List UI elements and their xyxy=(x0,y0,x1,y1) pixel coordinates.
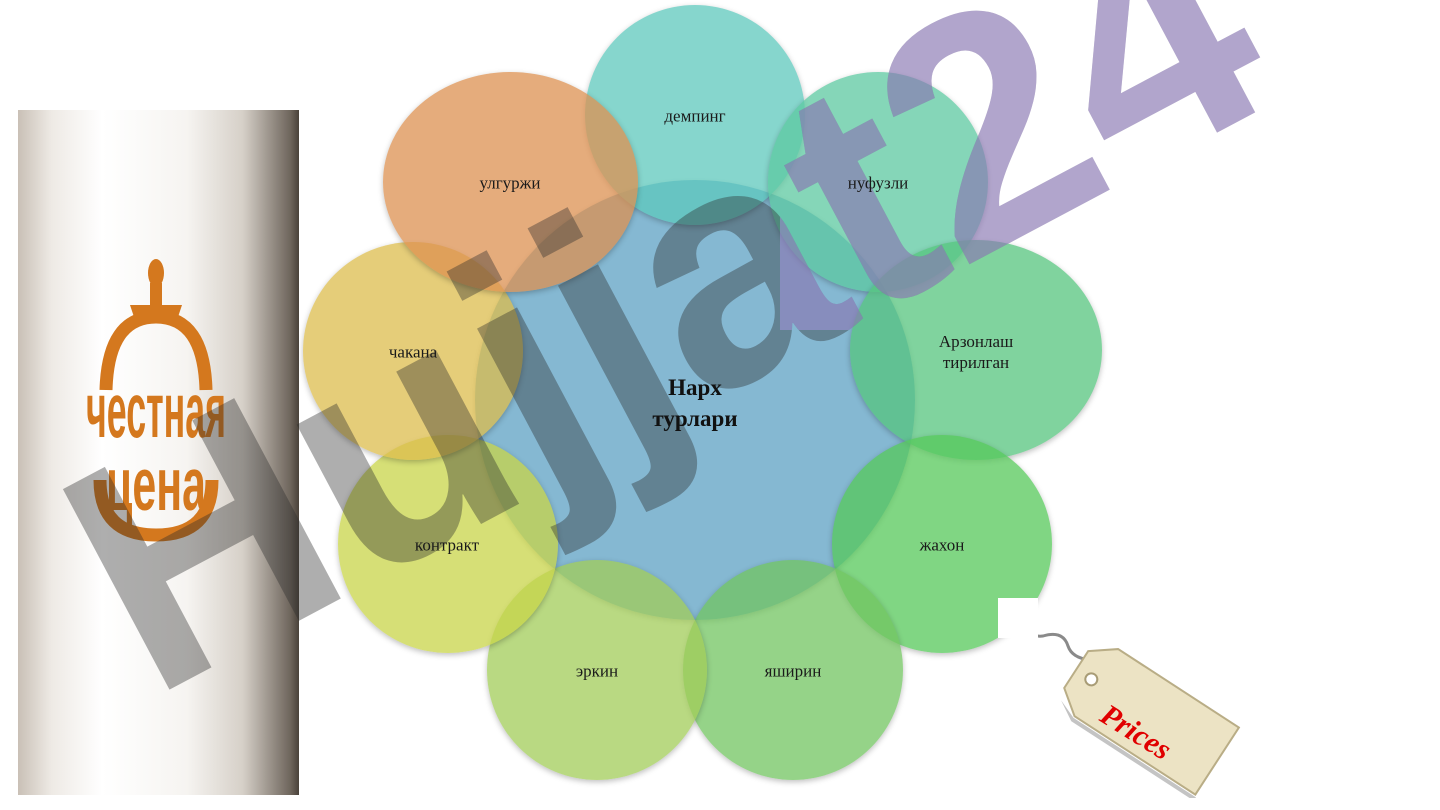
price-tag-image xyxy=(998,598,1258,801)
petal-circle-yashirin xyxy=(683,560,903,780)
petal-label-chakana: чакана xyxy=(388,342,438,362)
petal-label-ulgurji: улгуржи xyxy=(479,173,541,193)
center-label: Нарх турлари xyxy=(652,374,738,431)
logo-text-line2: цена xyxy=(106,443,206,527)
petal-circle-arzonlash xyxy=(850,240,1102,460)
petal-label-demping: демпинг xyxy=(664,106,726,126)
petal-circle-ulgurji xyxy=(383,72,638,292)
petal-label-kontrakt: контракт xyxy=(414,535,480,555)
logo-text-line1: честная xyxy=(86,367,226,455)
logo-panel: честная цена xyxy=(18,110,299,795)
petal-label-jahon: жахон xyxy=(919,535,965,555)
petal-label-yashirin: яширин xyxy=(764,661,822,681)
petal-circle-kontrakt xyxy=(338,435,558,653)
petal-label-erkin: эркин xyxy=(575,661,619,681)
petal-label-nufuzli: нуфузли xyxy=(847,173,909,193)
honest-price-logo: честная цена xyxy=(86,259,226,542)
petal-label-arzonlash: Арзонлаш тирилган xyxy=(938,331,1014,372)
